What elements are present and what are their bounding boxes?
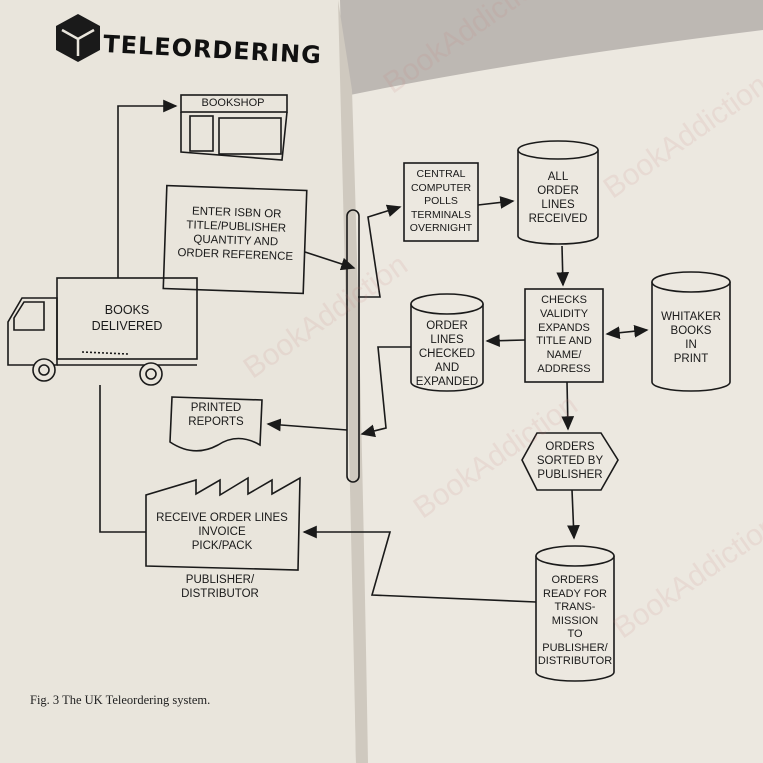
orders-ready-cylinder [535,545,615,682]
bookshop-storefront-icon [180,94,288,161]
publisher-distributor-label: PUBLISHER/ DISTRIBUTOR [181,574,259,600]
publisher-factory-shape [145,476,301,571]
order-lines-checked-cylinder [410,293,484,392]
enter-isbn-box [162,184,308,295]
order-lines-checked-label: ORDER LINES CHECKED AND EXPANDED [415,320,479,388]
printed-reports-label: PRINTED REPORTS [188,402,244,428]
whitaker-cylinder [651,271,731,392]
central-computer-label: CENTRAL COMPUTER POLLS TERMINALS OVERNIG… [409,168,473,234]
terminal-strip [346,209,360,483]
whitaker-label: WHITAKER BOOKS IN PRINT [661,311,721,365]
checks-validity-label: CHECKS VALIDITY EXPANDS TITLE AND NAME/ … [536,294,592,375]
receive-order-lines-label: RECEIVE ORDER LINES INVOICE PICK/PACK [156,512,288,552]
lorry-icon [7,277,198,386]
right-page [350,30,763,763]
orders-ready-label: ORDERS READY FOR TRANS- MISSION TO PUBLI… [537,574,613,667]
all-order-lines-label: ALL ORDER LINES RECEIVED [528,171,588,225]
left-page [0,0,356,763]
figure-caption: Fig. 3 The UK Teleordering system. [30,693,211,707]
books-delivered-label: BOOKS DELIVERED [91,303,163,333]
central-computer-box [403,162,479,242]
printed-reports-shape [169,396,263,452]
orders-sorted-label: ORDERS SORTED BY PUBLISHER [536,441,604,481]
flow-connectors [99,99,649,603]
checks-validity-box [524,288,604,383]
all-order-lines-cylinder [517,140,599,245]
enter-isbn-label: ENTER ISBN or TITLE/PUBLISHER QUANTITY a… [177,205,294,264]
page-gutter-shadow [338,0,368,763]
orders-sorted-hexagon [521,432,619,491]
cube-logo-icon [56,14,100,62]
bookshop-label: BOOKSHOP [201,97,265,109]
